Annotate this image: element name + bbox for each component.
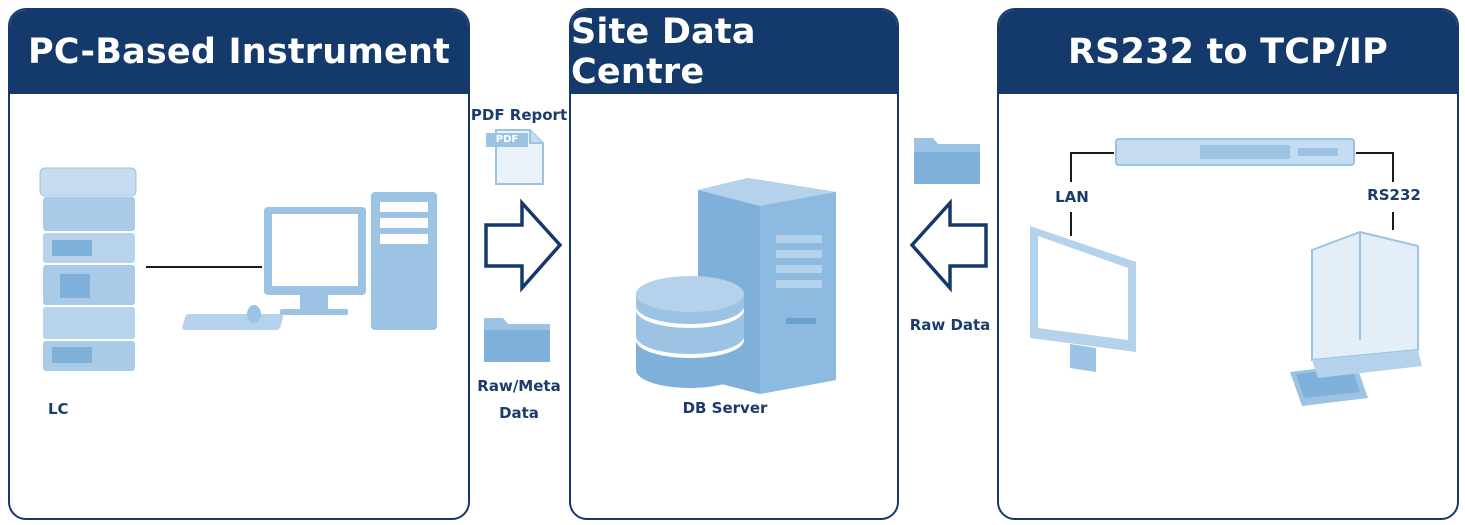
raw-meta-label-line2: Data: [499, 404, 539, 422]
lc-instrument-icon: [39, 167, 137, 371]
pdf-document-icon: [486, 129, 544, 185]
arrow-left-icon: [909, 198, 988, 293]
folder-icon: [914, 138, 980, 184]
lan-cable: [1070, 152, 1114, 182]
folder-icon: [484, 318, 550, 362]
arrow-right-icon: [484, 198, 563, 293]
lan-label: LAN: [1055, 188, 1089, 206]
raw-meta-label-line1: Raw/Meta: [477, 377, 561, 395]
rs232-label: RS232: [1367, 186, 1421, 204]
db-server-label: DB Server: [682, 399, 768, 417]
rs232-cable: [1356, 152, 1394, 182]
panel-title: PC-Based Instrument: [10, 10, 468, 94]
panel-title: RS232 to TCP/IP: [999, 10, 1457, 94]
network-switch-icon: [1115, 138, 1355, 166]
desktop-computer-icon: [182, 192, 437, 330]
balance-icon: [1290, 230, 1422, 406]
panel-title: Site Data Centre: [571, 10, 897, 94]
db-server-icon: [636, 178, 836, 394]
pdf-icon-text: PDF: [495, 134, 519, 145]
monitor-icon: [1030, 226, 1136, 372]
lc-label: LC: [48, 400, 69, 418]
pdf-report-label: PDF Report: [470, 106, 568, 124]
raw-data-label: Raw Data: [909, 316, 991, 334]
